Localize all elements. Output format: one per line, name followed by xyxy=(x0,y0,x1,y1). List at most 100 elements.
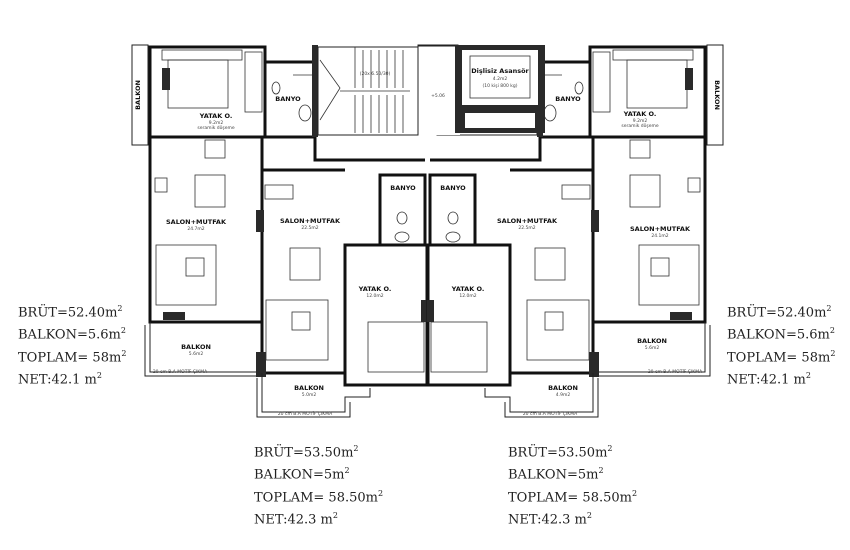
dining-table xyxy=(194,174,226,208)
toilet xyxy=(271,81,281,95)
inner-salon-wall xyxy=(260,168,347,375)
room-label: BALKON xyxy=(294,384,324,392)
coffee-table xyxy=(291,311,311,331)
room-labels: YATAK O. 9.2m2 seramik döşeme BANYO BALK… xyxy=(134,67,721,417)
room-area: 12.0m2 xyxy=(459,293,476,299)
unit-sup: 2 xyxy=(353,444,359,453)
bedroom-wall xyxy=(148,45,267,139)
room-area: 9.2m2 xyxy=(633,118,648,124)
unit-sup: 2 xyxy=(607,444,613,453)
toilet xyxy=(396,211,408,225)
room-area: 24.7m2 xyxy=(187,226,204,232)
balkon-area: BALKON=5.6m xyxy=(727,327,830,343)
column xyxy=(256,352,266,377)
floor-finish: seramik döşeme xyxy=(621,123,658,129)
kitchen-sink xyxy=(204,139,226,159)
salon-wall xyxy=(148,137,264,324)
room-label: SALON+MUTFAK xyxy=(166,218,227,226)
unit-sup: 2 xyxy=(120,326,126,336)
net-area: NET:42.1 m xyxy=(727,372,806,388)
unit-sup: 2 xyxy=(377,488,384,498)
kitchen-counter xyxy=(264,184,294,200)
elevator-car xyxy=(469,55,531,99)
room-area: 5.6m2 xyxy=(645,345,660,351)
bedroom-wall xyxy=(343,243,429,387)
motif-label: 20 cm B.A MOTİF ÇIKMA xyxy=(523,410,578,417)
motif-rail xyxy=(144,325,262,377)
brut-area: BRÜT=53.50m xyxy=(508,445,608,461)
unit-sup: 2 xyxy=(829,326,835,336)
unit-sup: 2 xyxy=(96,370,102,380)
room-label: YATAK O. xyxy=(451,285,485,293)
unit-sup: 2 xyxy=(121,348,127,358)
room-area: 9.2m2 xyxy=(209,120,224,126)
brut-area: BRÜT=52.40m xyxy=(727,305,827,321)
balkon-area: BALKON=5m xyxy=(508,467,599,483)
headboard xyxy=(161,49,243,61)
motif-label: 20 cm B.A MOTİF ÇIKMA xyxy=(278,410,333,417)
balcony-rail xyxy=(149,322,262,373)
sofa xyxy=(155,244,217,306)
room-label: SALON+MUTFAK xyxy=(630,225,691,233)
bed xyxy=(167,59,229,109)
elevator-area: 4.2m2 xyxy=(493,76,508,82)
window-frame xyxy=(162,68,170,90)
column xyxy=(163,312,185,320)
elevator-label: Dişlisiz Asansör xyxy=(471,67,529,75)
room-label: BALKON xyxy=(134,80,142,110)
side-balcony-left xyxy=(131,44,149,146)
balkon-area: BALKON=5.6m xyxy=(18,327,121,343)
unit-sup: 2 xyxy=(332,510,338,520)
elevator-capacity: (10 kişi 800 kg) xyxy=(482,83,517,89)
room-label: BALKON xyxy=(548,384,578,392)
room-label: SALON+MUTFAK xyxy=(497,217,558,225)
room-label: BANYO xyxy=(390,184,416,192)
room-label: BALKON xyxy=(713,80,721,110)
floor-plan-left-half xyxy=(131,44,429,418)
room-area: 5.0m2 xyxy=(302,392,317,398)
brut-area: BRÜT=53.50m xyxy=(254,445,354,461)
elevator-cabin xyxy=(462,50,538,105)
room-area: 22.5m2 xyxy=(301,225,318,231)
unit-sup: 2 xyxy=(826,304,832,313)
total-area: TOPLAM= 58.50m xyxy=(254,489,378,505)
room-label: BALKON xyxy=(637,337,667,345)
unit-sup: 2 xyxy=(586,510,592,520)
net-area: NET:42.3 m xyxy=(254,512,333,528)
room-label: SALON+MUTFAK xyxy=(280,217,341,225)
unit-sup: 2 xyxy=(830,348,836,358)
room-label: BANYO xyxy=(440,184,466,192)
column xyxy=(256,210,264,232)
landing-edge xyxy=(417,44,459,47)
stair-treads xyxy=(319,47,410,133)
room-label: YATAK O. xyxy=(623,110,657,118)
room-area: 5.6m2 xyxy=(189,351,204,357)
room-label: YATAK O. xyxy=(199,112,233,120)
column xyxy=(421,300,428,322)
total-area: TOPLAM= 58.50m xyxy=(508,489,632,505)
unit-sup: 2 xyxy=(631,488,638,498)
balcony-rail xyxy=(261,373,371,413)
room-label: BALKON xyxy=(181,343,211,351)
unit-sup: 2 xyxy=(805,370,811,380)
stairs-label: (20x 6.50/30) xyxy=(360,71,391,77)
coffee-table xyxy=(185,257,205,277)
room-label: BANYO xyxy=(275,95,301,103)
landing xyxy=(420,45,460,135)
stairwell xyxy=(317,46,419,136)
motif-label: 20 cm B.A MOTİF ÇIKMA xyxy=(648,368,703,375)
brut-area: BRÜT=52.40m xyxy=(18,305,118,321)
room-area: 12.0m2 xyxy=(366,293,383,299)
room-area: 22.5m2 xyxy=(518,225,535,231)
total-area: TOPLAM= 58m xyxy=(18,349,122,365)
room-area: 4.9m2 xyxy=(556,392,571,398)
stair-wall xyxy=(312,45,318,137)
room-area: 24.1m2 xyxy=(651,233,668,239)
unit-sup: 2 xyxy=(117,304,123,313)
floor-finish: seramik döşeme xyxy=(197,125,234,131)
bed xyxy=(367,321,425,373)
level-label: +5.06 xyxy=(431,93,445,99)
motif-rail xyxy=(256,378,351,418)
wardrobe xyxy=(244,51,263,113)
